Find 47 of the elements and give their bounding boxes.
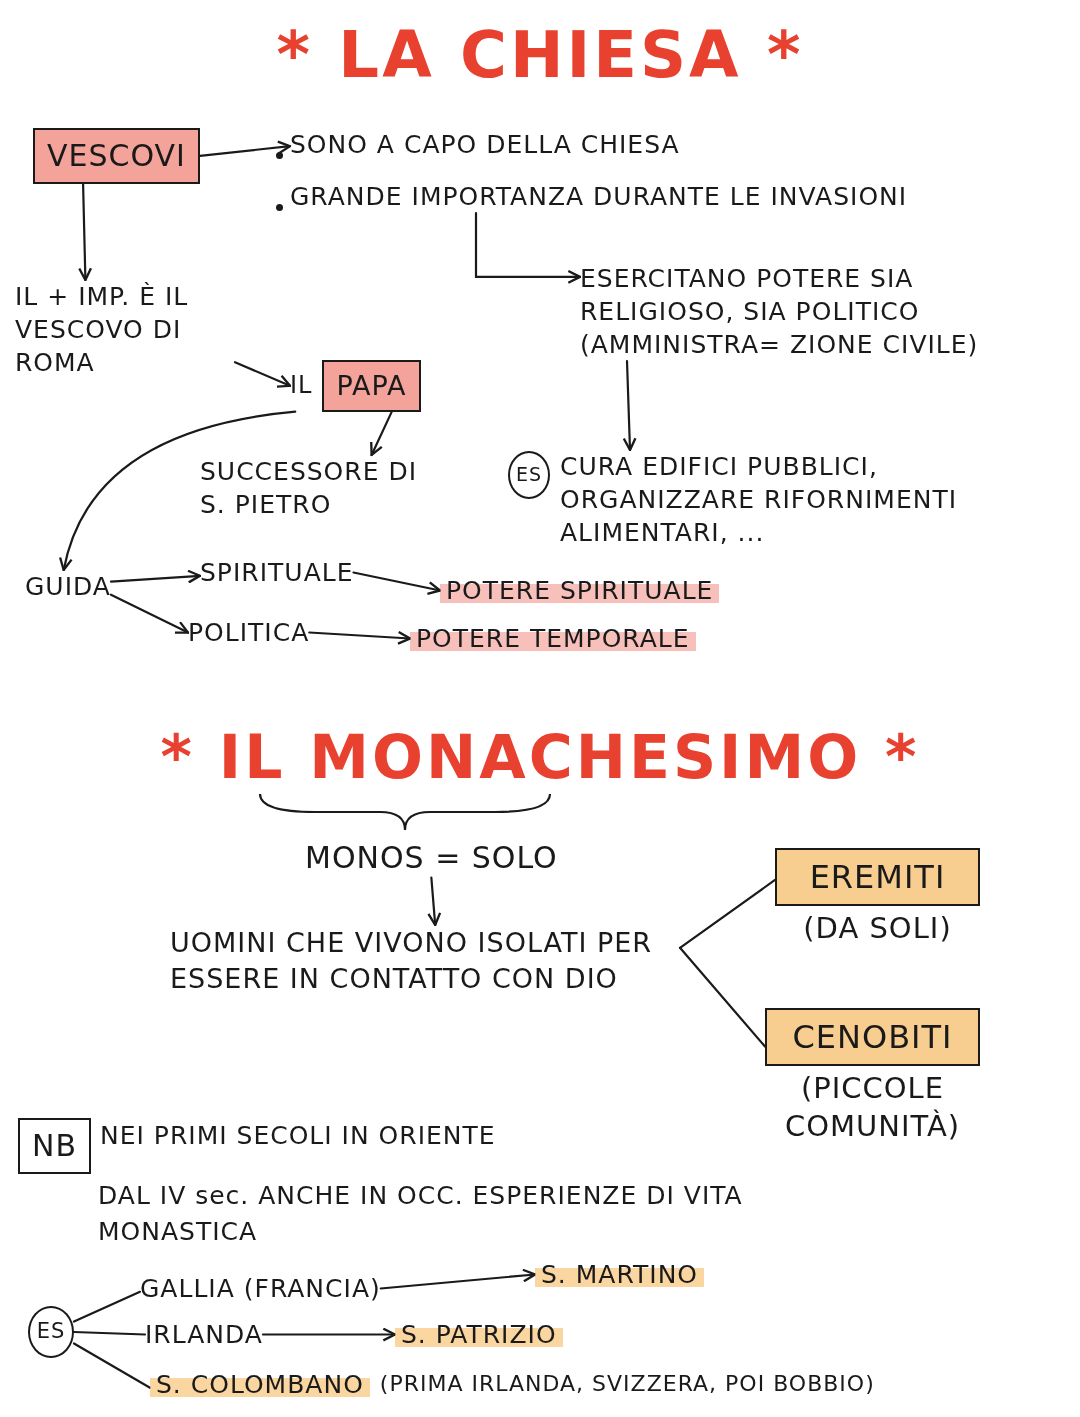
- side-note: (PICCOLE COMUNITÀ): [783, 1070, 962, 1145]
- boxed-term: CENOBITI: [765, 1008, 980, 1067]
- note-text: IL + IMP. È IL VESCOVO DI ROMA: [15, 280, 235, 379]
- arrow: [474, 211, 582, 284]
- arrow: [109, 593, 190, 634]
- note-text: ESERCITANO POTERE SIA RELIGIOSO, SIA POLITICO (AMMINISTRA= ZIONE CIVILE): [580, 262, 1050, 361]
- note-text: GUIDA: [25, 570, 111, 603]
- note-text: POLITICA: [188, 616, 310, 649]
- circled-label: ES: [28, 1306, 74, 1358]
- boxed-term: NB: [18, 1118, 92, 1174]
- boxed-term: EREMITI: [775, 848, 980, 907]
- note-text: MONOS = SOLO: [305, 838, 558, 878]
- arrow: [622, 359, 637, 452]
- note-text: SONO A CAPO DELLA CHIESA: [290, 128, 680, 161]
- arrow: [352, 571, 442, 595]
- side-note: IL: [290, 370, 313, 402]
- page-title: * LA CHIESA *: [276, 18, 804, 92]
- arrow: [261, 1327, 397, 1342]
- arrow: [379, 1268, 537, 1290]
- connector-line: [72, 1330, 147, 1336]
- connector-line: [678, 946, 767, 1048]
- note-text: GRANDE IMPORTANZA DURANTE LE INVASIONI: [290, 180, 910, 213]
- note-text: NEI PRIMI SECOLI IN ORIENTE: [100, 1120, 497, 1152]
- arrow: [370, 410, 393, 457]
- note-text: CURA EDIFICI PUBBLICI, ORGANIZZARE RIFORNIMENTI ALIMENTARI, ...: [560, 450, 1060, 549]
- arrow: [109, 569, 202, 584]
- circled-label: ES: [508, 451, 550, 499]
- note-text: SPIRITUALE: [200, 556, 354, 589]
- arrow: [308, 630, 412, 645]
- section-heading: * IL MONACHESIMO *: [160, 722, 920, 792]
- connector-line: [72, 1342, 152, 1389]
- boxed-term: VESCOVI: [33, 128, 200, 184]
- side-note: (DA SOLI): [803, 910, 952, 948]
- arrow: [233, 361, 292, 388]
- side-note: (PRIMA IRLANDA, SVIZZERA, POI BOBBIO): [379, 1370, 875, 1399]
- arrow: [59, 410, 297, 572]
- arrow: [427, 876, 442, 927]
- arrow: [198, 140, 292, 157]
- note-text: GALLIA (FRANCIA): [140, 1272, 381, 1305]
- note-text: DAL IV sec. ANCHE IN OCC. ESPERIENZE DI VITA MONASTICA: [98, 1180, 744, 1249]
- arrow: [78, 182, 93, 282]
- note-text: IRLANDA: [145, 1318, 263, 1351]
- connector-line: [678, 878, 777, 949]
- boxed-term: PAPA: [322, 360, 421, 412]
- note-text: SUCCESSORE DI S. PIETRO: [200, 455, 420, 521]
- note-text: UOMINI CHE VIVONO ISOLATI PER ESSERE IN CONTATTO CON DIO: [170, 925, 680, 997]
- connector-line: [72, 1290, 142, 1323]
